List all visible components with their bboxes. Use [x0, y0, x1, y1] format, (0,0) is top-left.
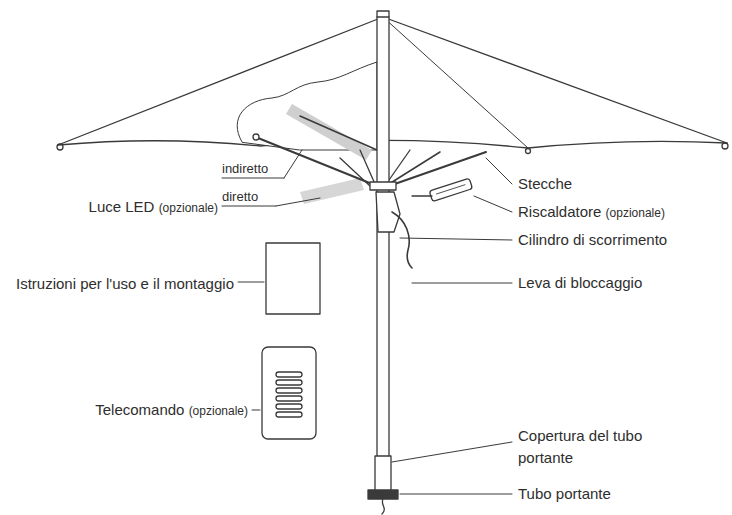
part-label: indiretto	[222, 161, 268, 176]
canopy-edge	[58, 140, 727, 148]
heater	[429, 178, 472, 201]
part-label: Copertura del tubo portante	[518, 425, 698, 469]
part-label: Luce LED (opzionale)	[89, 198, 218, 217]
remote-control	[262, 347, 316, 439]
part-label: diretto	[222, 187, 258, 206]
canopy-outline	[58, 17, 727, 145]
led-indirect	[286, 104, 372, 160]
remote-buttons	[276, 372, 302, 417]
instructions-sheet	[266, 243, 320, 314]
leader-line	[238, 282, 264, 283]
optional-note: (opzionale)	[606, 206, 665, 220]
rib-tip	[526, 149, 531, 154]
remote-button	[276, 388, 302, 393]
canopy-seam	[383, 17, 528, 148]
rib-tip	[57, 144, 63, 150]
rib-tip	[253, 134, 259, 140]
part-label: Tubo portante	[518, 485, 611, 502]
leader-line	[276, 198, 320, 206]
part-label: Telecomando	[95, 401, 184, 418]
part-label: indiretto	[222, 159, 268, 178]
part-label: diretto	[222, 189, 258, 204]
part-label: Istruzioni per l'uso e il montaggio	[14, 272, 236, 295]
optional-note: (opzionale)	[189, 404, 248, 418]
cable	[382, 499, 384, 514]
leader-line	[412, 283, 512, 284]
rib-tip	[722, 143, 728, 149]
pole-cover	[375, 456, 391, 492]
remote-button	[276, 372, 302, 377]
leader-line	[486, 158, 512, 184]
leader-line	[252, 410, 260, 411]
leader-line	[284, 150, 302, 178]
part-label: Tubo portante	[518, 485, 611, 503]
locking-lever	[392, 212, 412, 268]
part-label: Luce LED	[89, 198, 155, 215]
remote-button	[276, 404, 302, 409]
leader-line	[400, 494, 512, 495]
rib	[389, 152, 486, 186]
strut	[360, 150, 375, 184]
part-label: Cilindro di scorrimento	[518, 231, 667, 248]
leader-lines	[222, 150, 512, 494]
optional-note: (opzionale)	[159, 201, 218, 215]
finial	[377, 11, 389, 17]
part-label: Riscaldatore	[518, 203, 601, 220]
part-label: Stecche	[518, 175, 572, 192]
strut	[389, 150, 410, 180]
heater-bracket	[412, 195, 432, 196]
part-label: Copertura del tubo portante	[518, 427, 642, 466]
leader-line	[222, 206, 276, 207]
pole	[377, 17, 389, 457]
part-label: Telecomando (opzionale)	[95, 401, 248, 420]
remote-button	[276, 380, 302, 385]
base-plate	[368, 490, 398, 499]
rib	[258, 138, 377, 186]
part-label: Istruzioni per l'uso e il montaggio	[16, 275, 234, 292]
part-label: Stecche	[518, 175, 572, 193]
leader-line	[400, 238, 512, 240]
heater-detail	[436, 185, 465, 194]
part-label: Cilindro di scorrimento	[518, 231, 667, 249]
leader-line	[474, 196, 512, 212]
canopy-cutaway	[237, 62, 377, 150]
hub	[370, 182, 396, 190]
part-label: Riscaldatore (opzionale)	[518, 203, 665, 222]
remote-button	[276, 412, 302, 417]
leader-line	[392, 442, 512, 462]
leader-line	[222, 178, 284, 179]
part-label: Leva di bloccaggio	[518, 274, 642, 292]
remote-button	[276, 396, 302, 401]
slider-cylinder	[376, 192, 400, 232]
rib	[300, 116, 377, 150]
part-label: Leva di bloccaggio	[518, 274, 642, 291]
